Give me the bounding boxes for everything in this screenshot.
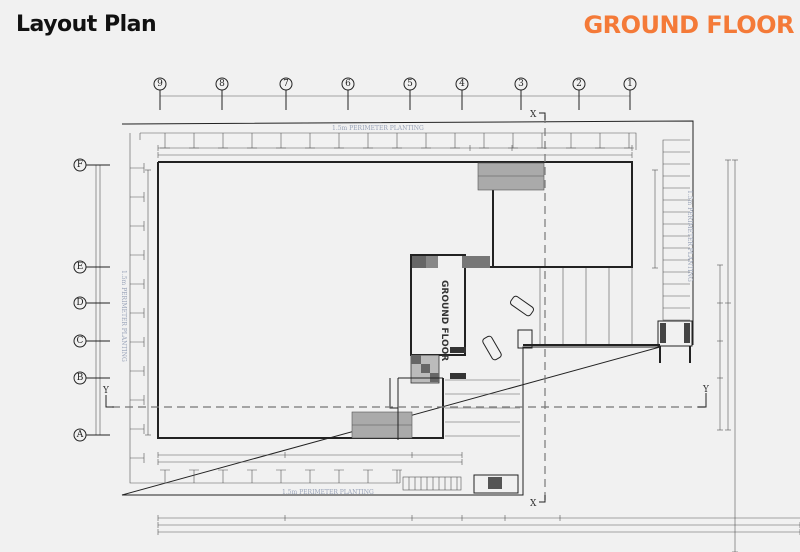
- svg-text:3: 3: [518, 79, 524, 89]
- grid-column-3: 3: [514, 77, 528, 110]
- grid-row-C: C: [73, 334, 110, 348]
- section-x-top-label: X: [530, 110, 537, 120]
- grid-column-5: 5: [403, 77, 417, 110]
- planting-label-bottom: 1.5m PERIMETER PLANTING: [282, 489, 374, 496]
- svg-text:F: F: [77, 160, 83, 170]
- svg-text:5: 5: [407, 79, 413, 89]
- tree-tick: [392, 469, 402, 483]
- core-label: GROUND FLOOR: [439, 280, 449, 361]
- tree-tick: [130, 424, 145, 434]
- section-y-left-label: Y: [102, 386, 110, 396]
- planting-label-right: 1.5m PERIMETER PLANTING: [686, 190, 693, 282]
- grid-rows: F E D C B A: [73, 158, 110, 442]
- planting-label-left: 1.5m PERIMETER PLANTING: [120, 270, 127, 362]
- tree-tick: [160, 133, 170, 149]
- tree-tick: [130, 308, 145, 318]
- tree-tick: [479, 133, 489, 149]
- tree-tick: [130, 250, 145, 260]
- tree-tick: [363, 469, 373, 483]
- building-outline: [157, 161, 633, 439]
- grid-column-7: 7: [279, 77, 293, 110]
- tree-tick: [305, 469, 315, 483]
- tree-tick: [508, 133, 518, 149]
- grid-row-F: F: [73, 158, 110, 172]
- grid-column-1: 1: [623, 77, 637, 110]
- svg-text:4: 4: [459, 79, 465, 89]
- tree-tick: [130, 453, 145, 463]
- tree-tick: [247, 133, 257, 149]
- bottom-grid-box: [402, 476, 462, 491]
- tree-tick: [218, 469, 228, 483]
- grid-columns: 9 8 7 6 5 4 3 2 1: [153, 77, 637, 110]
- tree-tick: [276, 133, 286, 149]
- grid-column-2: 2: [572, 77, 586, 110]
- site-boundary: [121, 120, 694, 496]
- page-title: Layout Plan: [16, 12, 157, 37]
- car-icon: [482, 335, 502, 361]
- tree-tick: [130, 395, 145, 405]
- grid-column-6: 6: [341, 77, 355, 110]
- svg-text:7: 7: [283, 79, 289, 89]
- tree-tick: [624, 133, 634, 149]
- svg-text:2: 2: [576, 79, 582, 89]
- section-y-right-label: Y: [702, 385, 710, 395]
- tree-tick: [566, 133, 576, 149]
- floor-title: GROUND FLOOR: [583, 11, 794, 39]
- tree-tick: [189, 133, 199, 149]
- svg-text:E: E: [77, 262, 84, 272]
- svg-text:A: A: [76, 430, 84, 440]
- tree-tick: [130, 337, 145, 347]
- svg-text:6: 6: [345, 79, 351, 89]
- grid-row-E: E: [73, 260, 110, 274]
- stair-hatch-top: [477, 162, 545, 191]
- car-icon: [509, 295, 535, 317]
- svg-text:C: C: [77, 336, 84, 346]
- utility-room: [473, 474, 519, 494]
- tree-tick: [276, 469, 286, 483]
- tree-tick: [130, 192, 145, 202]
- tree-tick: [595, 133, 605, 149]
- tree-tick: [130, 279, 145, 289]
- svg-text:9: 9: [157, 79, 163, 89]
- section-x-bottom-label: X: [530, 499, 537, 509]
- tree-tick: [392, 133, 402, 149]
- tree-tick: [334, 469, 344, 483]
- tree-tick: [218, 133, 228, 149]
- tree-tick: [189, 469, 199, 483]
- core-block: [410, 254, 466, 356]
- tree-tick: [363, 133, 373, 149]
- grid-row-A: A: [73, 428, 110, 442]
- tree-tick: [130, 163, 145, 173]
- svg-text:B: B: [77, 373, 84, 383]
- tree-tick: [305, 133, 315, 149]
- planting-strip-line: [129, 132, 637, 484]
- svg-text:8: 8: [219, 79, 225, 89]
- tree-tick: [421, 133, 431, 149]
- grid-column-8: 8: [215, 77, 229, 110]
- parking-stalls-right: [539, 268, 633, 345]
- grid-row-B: B: [73, 371, 110, 385]
- tree-tick: [130, 366, 145, 376]
- svg-text:D: D: [76, 298, 83, 308]
- guard-house: [657, 320, 693, 347]
- planting-label-top: 1.5m PERIMETER PLANTING: [332, 125, 424, 132]
- parking-stalls-column: [662, 139, 690, 321]
- grid-row-D: D: [73, 296, 110, 310]
- tree-tick: [247, 469, 257, 483]
- tree-tick: [334, 133, 344, 149]
- tree-tick: [450, 133, 460, 149]
- tree-tick: [160, 469, 170, 483]
- parking-stalls-bottom: [445, 379, 520, 437]
- grid-column-4: 4: [455, 77, 469, 110]
- svg-text:1: 1: [627, 79, 633, 89]
- grid-column-9: 9: [153, 77, 167, 110]
- tree-tick: [130, 221, 145, 231]
